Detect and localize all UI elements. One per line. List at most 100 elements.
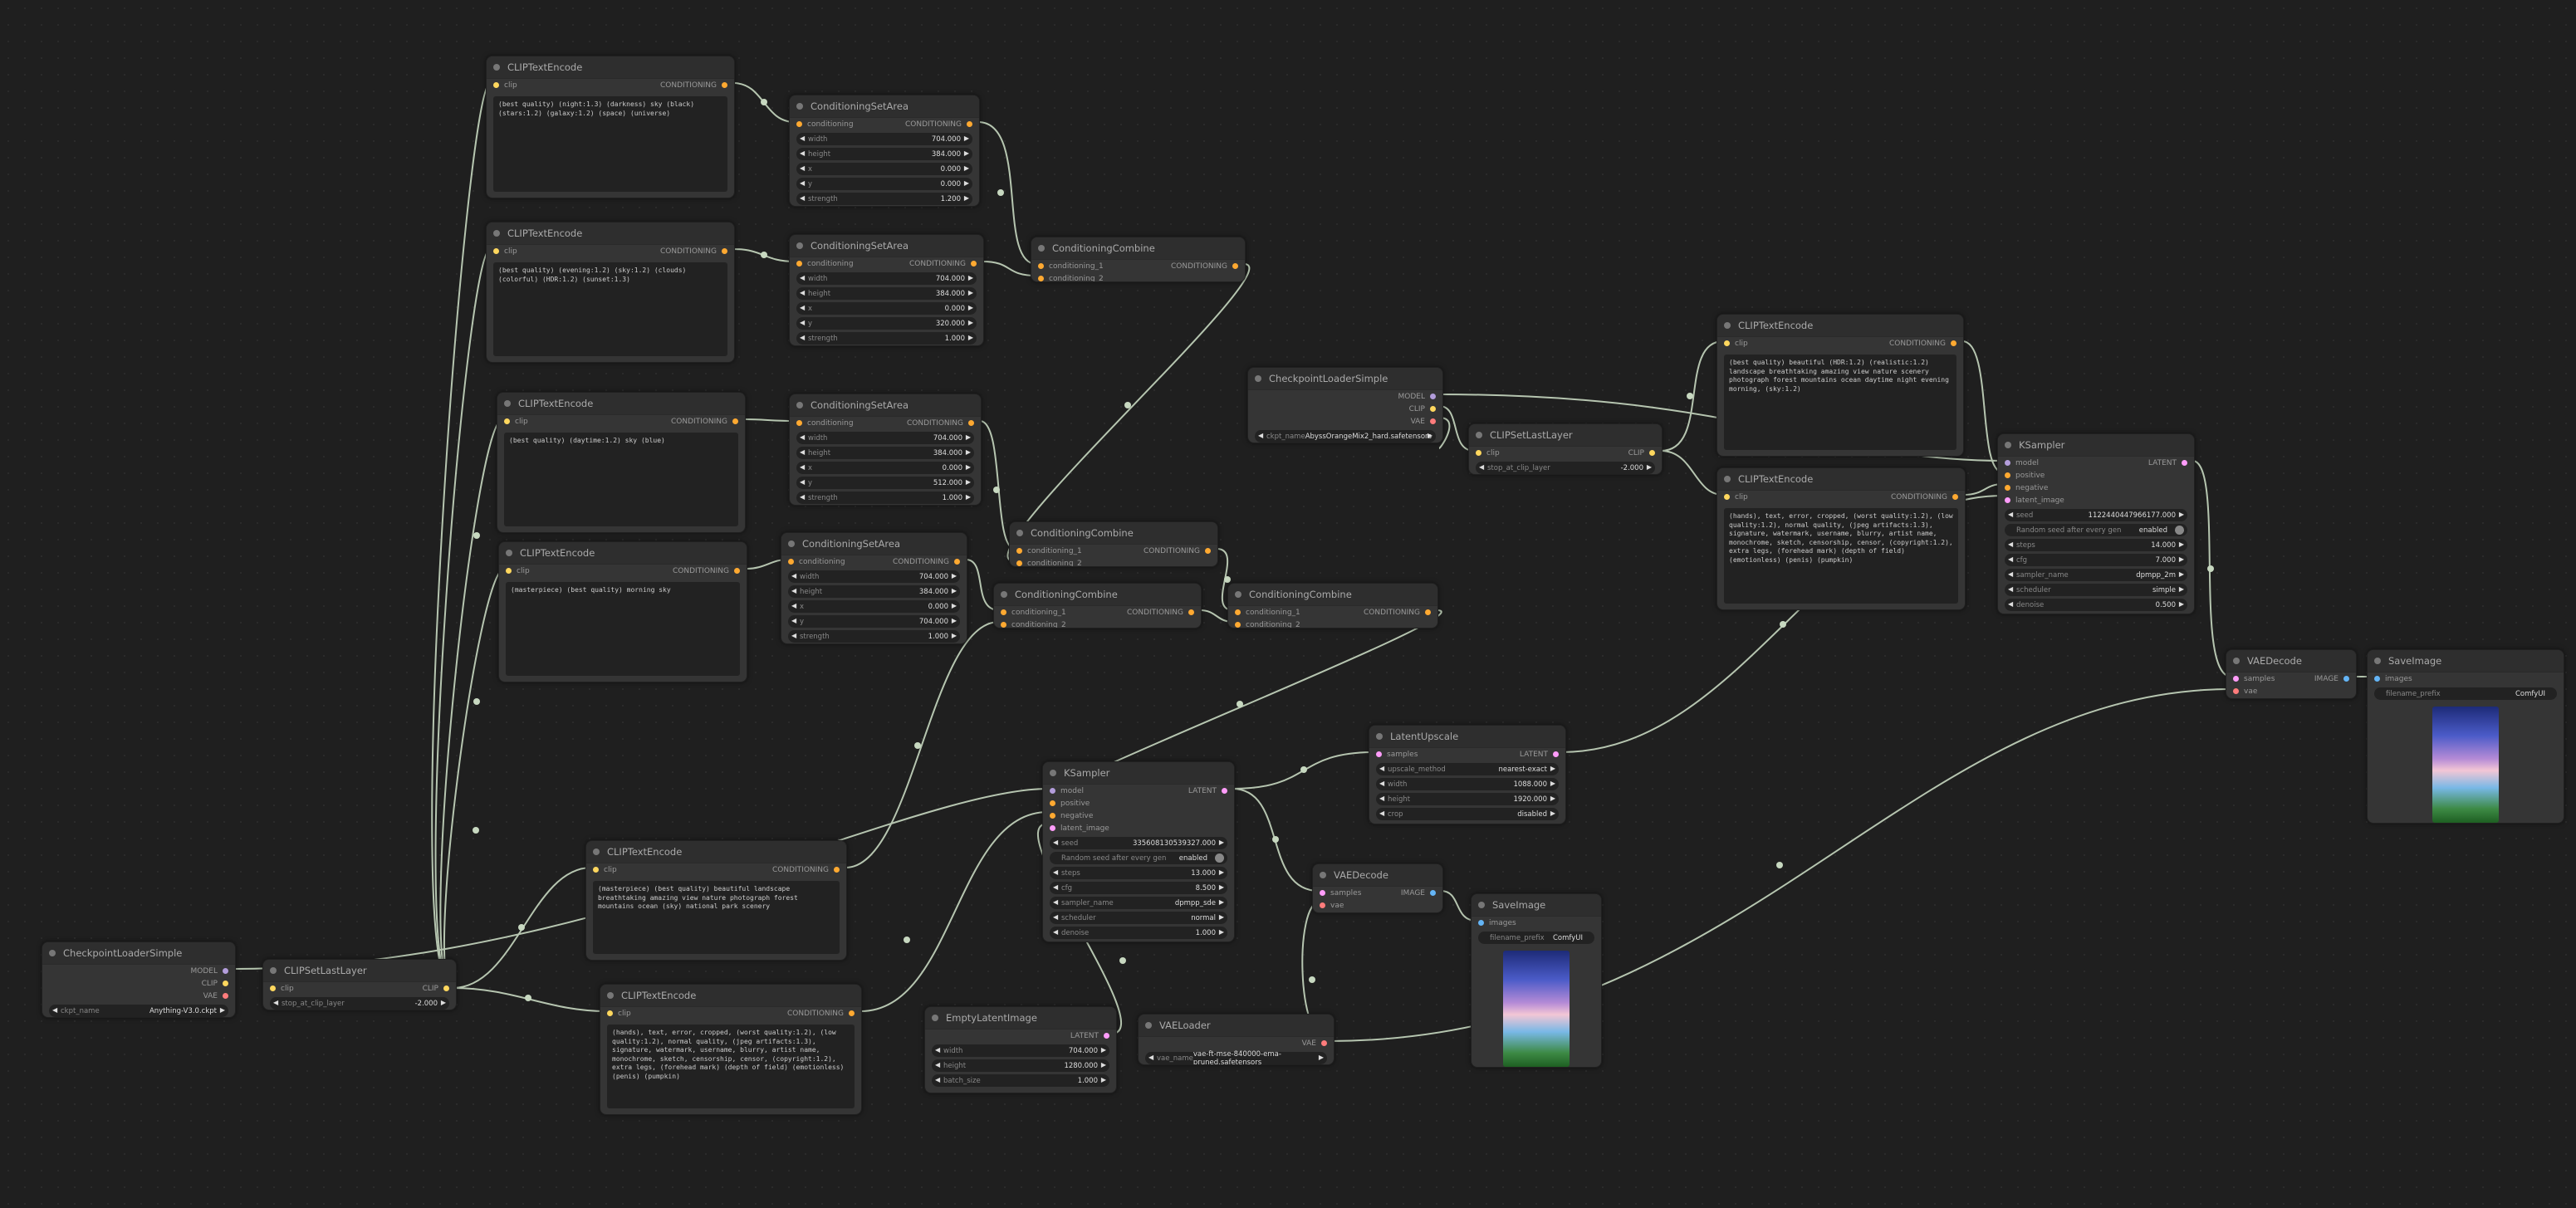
node-header[interactable]: SaveImage: [2368, 650, 2564, 672]
arrow-left-icon[interactable]: ◀: [1053, 928, 1059, 936]
arrow-left-icon[interactable]: ◀: [1379, 795, 1385, 802]
arrow-left-icon[interactable]: ◀: [800, 134, 806, 142]
arrow-left-icon[interactable]: ◀: [800, 478, 806, 486]
arrow-left-icon[interactable]: ◀: [800, 304, 806, 311]
cond-input-socket[interactable]: [1235, 609, 1241, 615]
collapse-dot-icon[interactable]: [1038, 245, 1045, 252]
arrow-left-icon[interactable]: ◀: [800, 274, 806, 281]
collapse-dot-icon[interactable]: [932, 1015, 938, 1021]
arrow-right-icon[interactable]: ▶: [2178, 570, 2184, 578]
cond-input-socket[interactable]: [2005, 472, 2010, 478]
arrow-left-icon[interactable]: ◀: [1053, 839, 1059, 846]
arrow-right-icon[interactable]: ▶: [1100, 1076, 1106, 1083]
lat-output-socket[interactable]: [1222, 788, 1227, 794]
arrow-right-icon[interactable]: ▶: [951, 632, 957, 639]
collapse-dot-icon[interactable]: [2374, 658, 2381, 664]
arrow-right-icon[interactable]: ▶: [965, 448, 971, 456]
collapse-dot-icon[interactable]: [493, 230, 500, 237]
node-header[interactable]: KSampler: [1998, 434, 2194, 457]
conditioning-output-socket[interactable]: [732, 418, 738, 424]
arrow-right-icon[interactable]: ▶: [1100, 1046, 1106, 1054]
node-header[interactable]: VAEDecode: [2226, 650, 2356, 672]
arrow-left-icon[interactable]: ◀: [935, 1076, 941, 1083]
cond-input-socket[interactable]: [1016, 548, 1022, 554]
collapse-dot-icon[interactable]: [1001, 591, 1007, 598]
node-header[interactable]: CLIPTextEncode: [499, 542, 747, 565]
node-header[interactable]: ConditioningSetArea: [781, 533, 967, 555]
arrow-right-icon[interactable]: ▶: [963, 194, 969, 202]
images-input-socket[interactable]: [1478, 920, 1484, 926]
toggle-knob-icon[interactable]: [1215, 853, 1224, 863]
arrow-right-icon[interactable]: ▶: [965, 433, 971, 441]
arrow-left-icon[interactable]: ◀: [800, 334, 806, 341]
collapse-dot-icon[interactable]: [1724, 322, 1731, 329]
arrow-left-icon[interactable]: ◀: [791, 572, 797, 580]
arrow-left-icon[interactable]: ◀: [1379, 765, 1385, 772]
arrow-left-icon[interactable]: ◀: [800, 493, 806, 501]
arrow-right-icon[interactable]: ▶: [1550, 809, 1555, 817]
arrow-left-icon[interactable]: ◀: [800, 289, 806, 296]
node-header[interactable]: CheckpointLoaderSimple: [1248, 368, 1442, 390]
arrow-right-icon[interactable]: ▶: [1550, 780, 1555, 787]
arrow-left-icon[interactable]: ◀: [2008, 511, 2014, 518]
node-header[interactable]: LatentUpscale: [1369, 726, 1565, 748]
collapse-dot-icon[interactable]: [796, 242, 803, 249]
arrow-left-icon[interactable]: ◀: [791, 617, 797, 624]
node-header[interactable]: CLIPSetLastLayer: [1469, 424, 1662, 447]
arrow-left-icon[interactable]: ◀: [2008, 540, 2014, 548]
arrow-right-icon[interactable]: ▶: [2178, 585, 2184, 593]
arrow-left-icon[interactable]: ◀: [800, 448, 806, 456]
clip-output-socket[interactable]: [1430, 406, 1436, 412]
output-image-preview[interactable]: [2432, 707, 2499, 823]
node-header[interactable]: CLIPTextEncode: [1717, 315, 1963, 337]
arrow-left-icon[interactable]: ◀: [1053, 913, 1059, 921]
clip-output-socket[interactable]: [223, 981, 228, 986]
collapse-dot-icon[interactable]: [270, 967, 277, 974]
arrow-right-icon[interactable]: ▶: [951, 587, 957, 594]
prompt-textarea[interactable]: (masterpiece) (best quality) morning sky: [506, 582, 740, 676]
arrow-left-icon[interactable]: ◀: [273, 999, 279, 1006]
collapse-dot-icon[interactable]: [1724, 476, 1731, 482]
arrow-right-icon[interactable]: ▶: [967, 304, 973, 311]
collapse-dot-icon[interactable]: [1145, 1022, 1152, 1029]
clip-input-socket[interactable]: [270, 985, 276, 991]
arrow-right-icon[interactable]: ▶: [1318, 1054, 1324, 1061]
model-input-socket[interactable]: [1050, 788, 1055, 794]
conditioning-output-socket[interactable]: [734, 568, 740, 574]
arrow-left-icon[interactable]: ◀: [1379, 809, 1385, 817]
node-header[interactable]: ConditioningCombine: [994, 584, 1201, 606]
arrow-right-icon[interactable]: ▶: [2178, 540, 2184, 548]
prompt-textarea[interactable]: (hands), text, error, cropped, (worst qu…: [1724, 508, 1958, 604]
arrow-left-icon[interactable]: ◀: [52, 1006, 58, 1014]
